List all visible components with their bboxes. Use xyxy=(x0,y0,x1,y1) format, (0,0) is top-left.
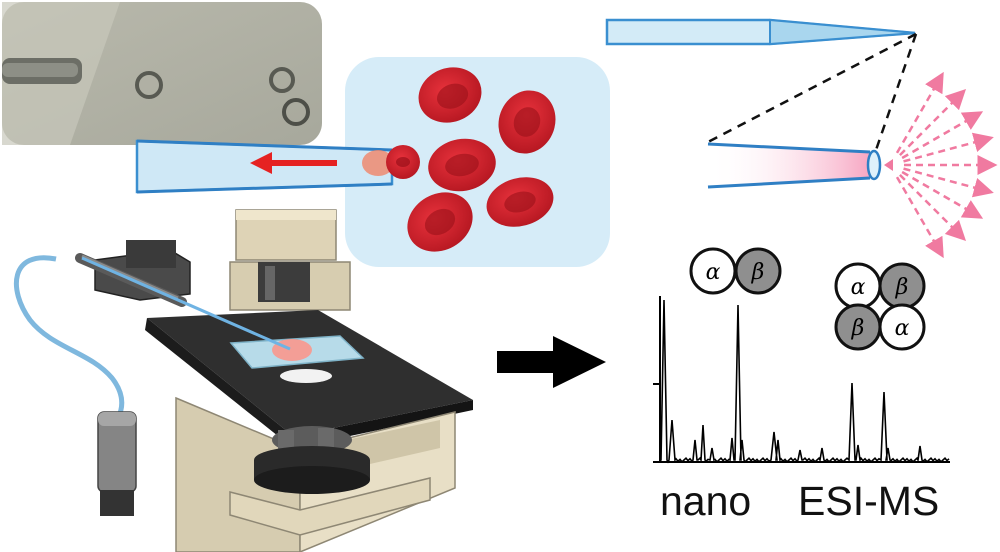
spray-ray xyxy=(903,132,994,163)
aspiration-arrow xyxy=(250,152,337,174)
capillary-tubing xyxy=(13,255,125,420)
spray-ray xyxy=(895,71,944,154)
aspirated-cell xyxy=(362,150,394,176)
nanoesi-emitter-tip-zoom xyxy=(707,142,893,189)
photo-cell xyxy=(282,98,310,126)
spray-ray xyxy=(901,170,984,219)
spray-ray xyxy=(901,111,984,160)
hemoglobin-tetramer: α β β α xyxy=(834,262,926,351)
beta-label: β xyxy=(851,316,865,341)
caption-esi-ms: ESI-MS xyxy=(798,478,940,524)
red-blood-cell xyxy=(386,145,420,179)
red-blood-cell xyxy=(418,67,482,123)
alpha-subunit xyxy=(878,303,926,351)
nanoesi-emitter-full xyxy=(605,18,916,46)
caption-nano: nano xyxy=(660,478,752,524)
spectrum-trace xyxy=(659,299,950,464)
method-caption: nano ESI-MS xyxy=(660,478,980,525)
red-blood-cell xyxy=(498,90,556,154)
hemoglobin-dimer: α β xyxy=(689,247,782,295)
alpha-label: α xyxy=(851,275,866,300)
spray-ray xyxy=(899,88,967,156)
spray-ray xyxy=(899,174,967,242)
micropipette xyxy=(81,256,291,351)
beta-label: β xyxy=(895,275,909,300)
red-blood-cell xyxy=(407,192,473,252)
mass-spectrum xyxy=(653,296,950,464)
photo-cell xyxy=(135,71,163,99)
beta-label: β xyxy=(751,260,765,285)
alpha-label: α xyxy=(895,316,910,341)
zoom-lines xyxy=(707,32,918,151)
red-blood-cell xyxy=(428,138,496,192)
spray-ray xyxy=(895,176,944,259)
electrospray-plume xyxy=(895,71,998,259)
microscope xyxy=(13,209,473,552)
beta-subunit xyxy=(734,247,782,295)
microscope-photo-inset xyxy=(2,2,322,145)
alpha-label: α xyxy=(706,260,721,285)
red-blood-cell xyxy=(486,177,554,227)
process-arrow xyxy=(497,336,606,388)
red-blood-cells xyxy=(386,67,556,252)
spray-ray xyxy=(903,167,994,198)
photo-cell xyxy=(269,67,295,93)
